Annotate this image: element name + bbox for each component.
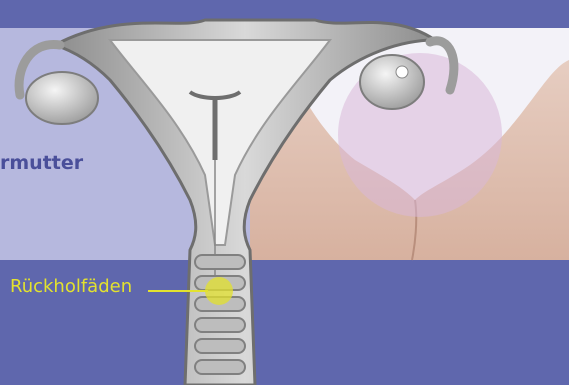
uterus-label: rmutter: [0, 152, 83, 174]
ovary-left: [26, 72, 98, 124]
ovary-icon: [360, 55, 424, 109]
threads-highlight-marker: [205, 277, 233, 305]
removal-threads-label: Rückholfäden: [10, 276, 132, 297]
ovary-follicle: [396, 66, 408, 78]
